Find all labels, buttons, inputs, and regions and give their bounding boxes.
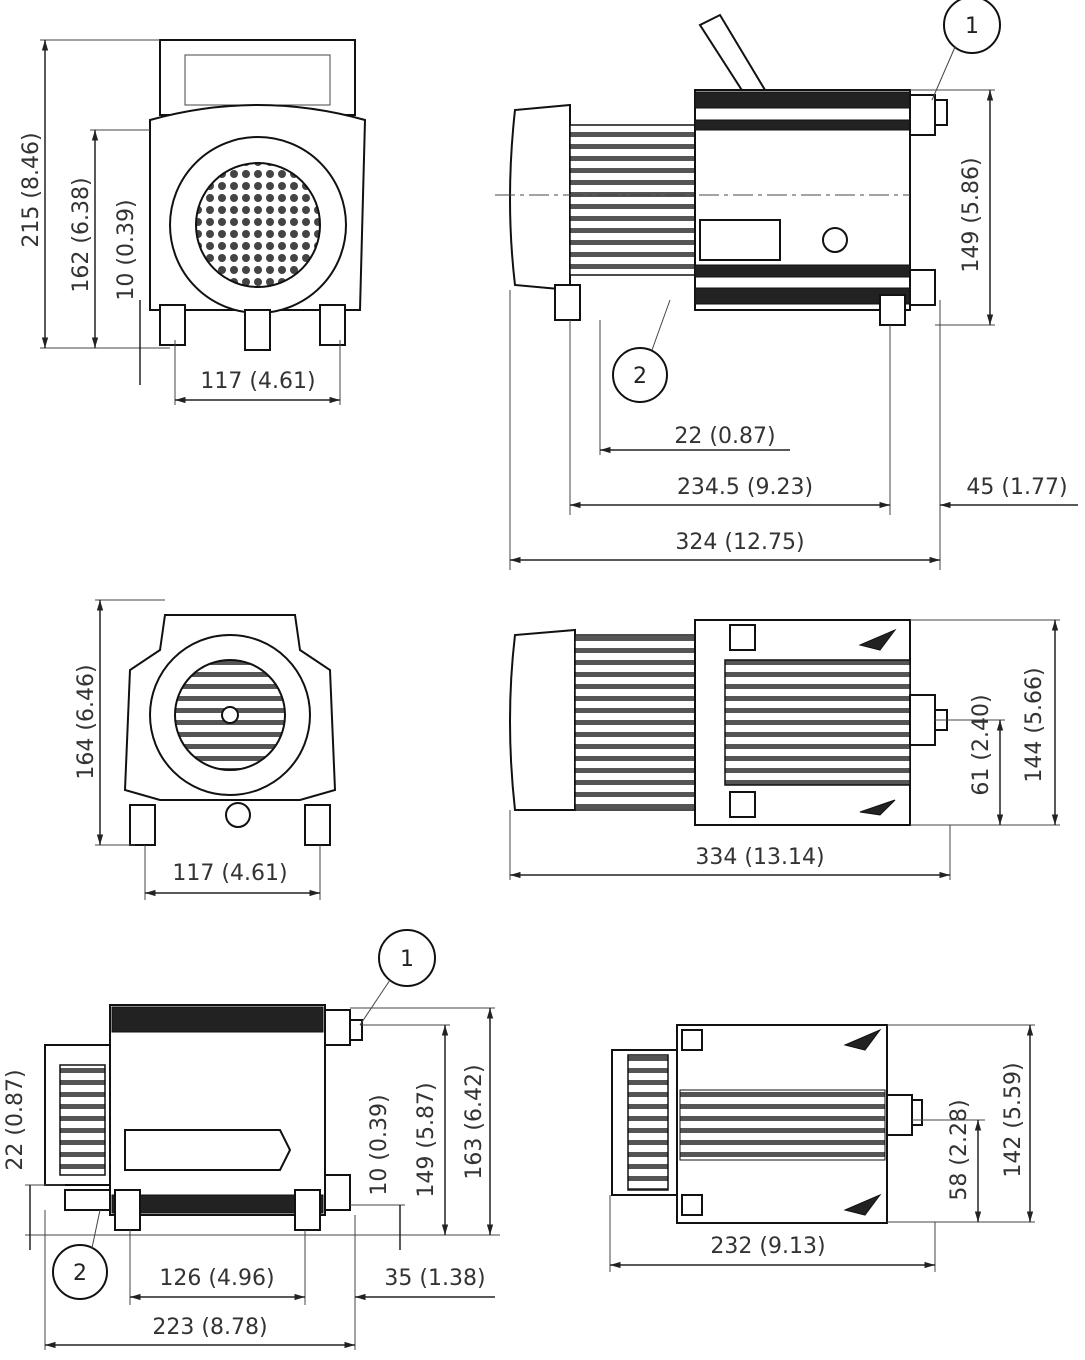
- dim-overhang: 45 (1.77): [966, 475, 1067, 500]
- view-side-bottom: 1 2 22 (0.87) 10 (0.39) 149 (5.87) 163 (…: [3, 929, 500, 1350]
- dim-height-total: 163 (6.42): [462, 1064, 487, 1179]
- dim-length: 324 (12.75): [675, 530, 804, 555]
- dim-length: 334 (13.14): [695, 845, 824, 870]
- fan-grille: [195, 162, 321, 288]
- dim-foot: 10 (0.39): [114, 199, 139, 300]
- callout-2-label: 2: [633, 364, 647, 389]
- motor-fins: [569, 124, 696, 276]
- callout-1: [378, 929, 436, 987]
- dim-height: 164 (6.46): [74, 664, 99, 779]
- dim-length: 223 (8.78): [152, 1315, 267, 1340]
- dim-depth: 144 (5.66): [1022, 667, 1047, 782]
- dim-height: 149 (5.86): [959, 157, 984, 272]
- motor-cap: [509, 628, 576, 811]
- callout-1: [943, 0, 1001, 54]
- dim-feet-spacing: 234.5 (9.23): [677, 475, 813, 500]
- dim-width-feet: 117 (4.61): [172, 861, 287, 886]
- dim-port-offset: 61 (2.40): [969, 694, 994, 795]
- dim-height-total: 215 (8.46): [19, 132, 44, 247]
- view-front-top: 215 (8.46) 162 (6.38) 10 (0.39) 117 (4.6…: [19, 39, 367, 405]
- callout-1-label: 1: [400, 947, 414, 972]
- handle: [698, 13, 767, 97]
- motor-cap: [509, 103, 571, 292]
- callout-2: [52, 1244, 108, 1300]
- pump-body: [109, 1004, 326, 1216]
- callout-1-label: 1: [965, 14, 979, 39]
- dim-overhang: 35 (1.38): [384, 1266, 485, 1291]
- dim-height-axis: 162 (6.38): [69, 177, 94, 292]
- callout-2: [612, 347, 668, 403]
- view-side-top: 1 2 149 (5.86) 22 (0.87) 234.5 (9.23) 45…: [495, 0, 1078, 570]
- dim-port-offset: 58 (2.28): [947, 1099, 972, 1200]
- motor-fins: [574, 634, 696, 811]
- view-top-bottom: 58 (2.28) 142 (5.59) 232 (9.13): [609, 1024, 1035, 1272]
- pump-head-box: [159, 39, 356, 116]
- dim-depth: 142 (5.59): [1001, 1062, 1026, 1177]
- dim-feet-spacing: 126 (4.96): [159, 1266, 274, 1291]
- dim-length: 232 (9.13): [710, 1234, 825, 1259]
- dim-width-feet: 117 (4.61): [200, 369, 315, 394]
- dim-offset-left: 22 (0.87): [3, 1069, 28, 1170]
- view-top-mid: 144 (5.66) 61 (2.40) 334 (13.14): [509, 619, 1060, 880]
- dim-offset: 22 (0.87): [674, 424, 775, 449]
- callout-2-label: 2: [73, 1261, 87, 1286]
- dim-foot: 10 (0.39): [367, 1094, 392, 1195]
- dim-height: 149 (5.87): [414, 1082, 439, 1197]
- view-front-mid: 164 (6.46) 117 (4.61): [74, 599, 337, 900]
